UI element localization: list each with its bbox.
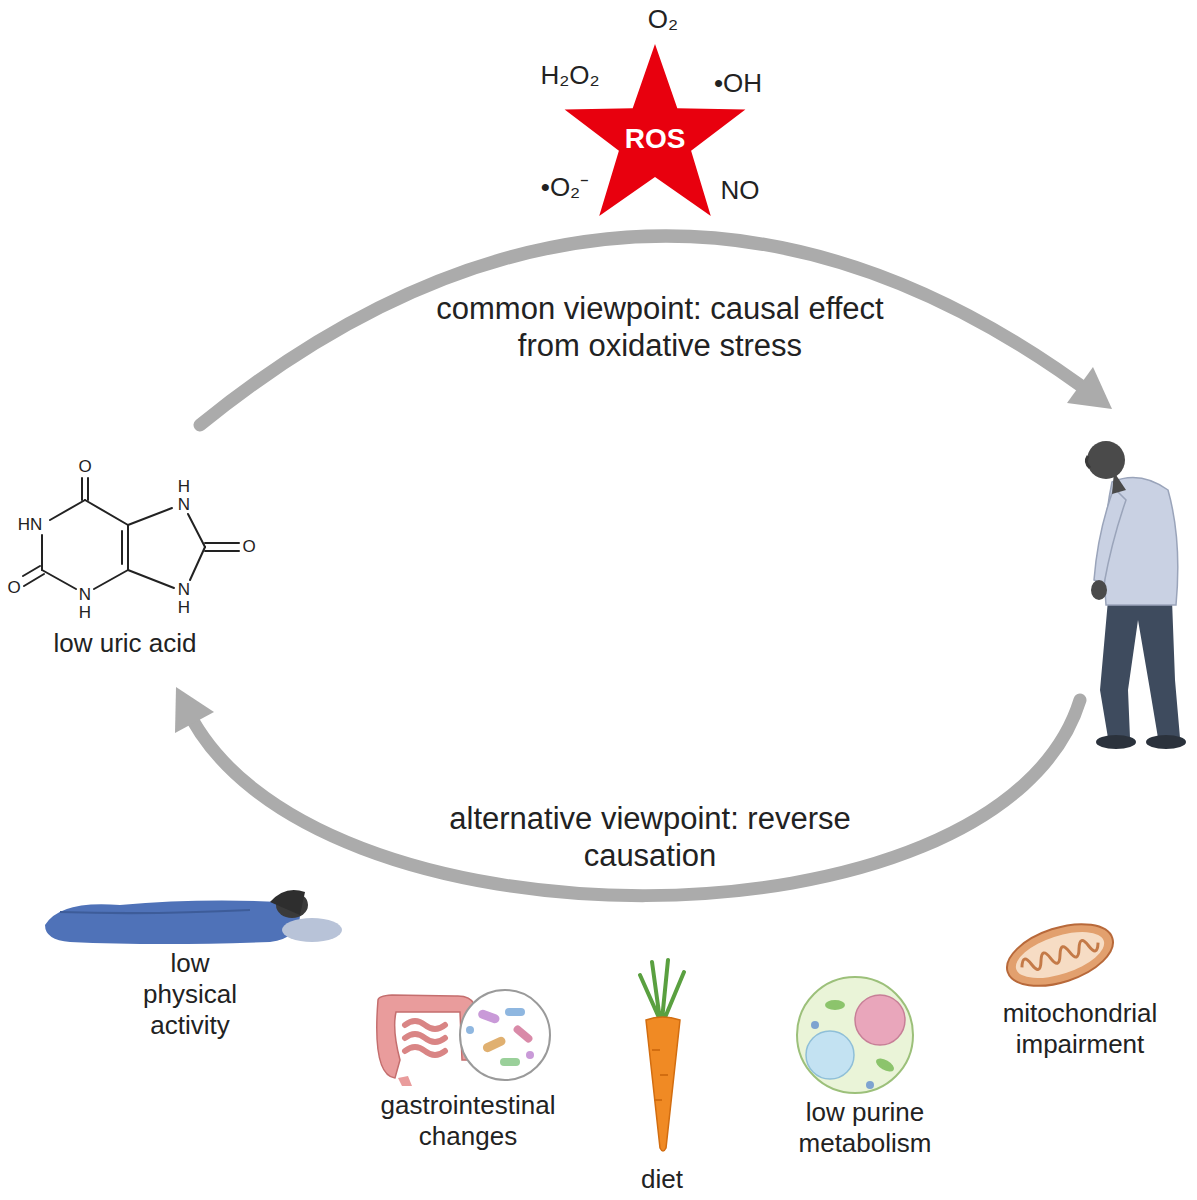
factor-label: diet — [641, 1164, 683, 1195]
atom-label: H — [178, 598, 190, 618]
atom-label: O — [7, 578, 20, 598]
atom-label: N — [79, 585, 91, 605]
intestine-icon — [377, 990, 550, 1086]
mitochondrion-icon — [999, 912, 1120, 997]
ros-species: H₂O₂ — [540, 60, 599, 91]
arrow-head — [175, 687, 214, 733]
atom-label: O — [78, 457, 91, 477]
factor-label: low physical activity — [123, 948, 258, 1042]
causal-arc — [200, 236, 1100, 425]
arrow-caption: common viewpoint: causal effect from oxi… — [435, 290, 885, 364]
factor-label: gastrointestinal changes — [338, 1090, 598, 1152]
cell-icon — [797, 977, 913, 1093]
atom-label: N — [178, 495, 190, 515]
factor-label: low purine metabolism — [765, 1097, 965, 1159]
factor-label: mitochondrial impairment — [975, 998, 1185, 1060]
reverse-arc — [185, 700, 1080, 896]
uric-acid-structure — [23, 478, 239, 589]
atom-label: H — [178, 477, 190, 497]
molecule-caption: low uric acid — [53, 628, 196, 659]
ros-species: O₂ — [648, 4, 678, 35]
arrow-head — [1067, 367, 1112, 409]
ros-species: NO — [721, 175, 760, 206]
ros-species: •O₂⁻ — [541, 172, 589, 203]
parkinson-patient — [1086, 441, 1186, 749]
carrot-icon — [640, 960, 684, 1151]
node-label: ROS — [625, 122, 686, 156]
ros-species: •OH — [714, 68, 762, 99]
atom-label: O — [242, 537, 255, 557]
atom-label: H — [79, 603, 91, 623]
atom-label: N — [178, 580, 190, 600]
sleeping-person — [45, 890, 342, 944]
arrow-caption: alternative viewpoint: reverse causation — [440, 800, 860, 874]
atom-label: HN — [18, 515, 43, 535]
